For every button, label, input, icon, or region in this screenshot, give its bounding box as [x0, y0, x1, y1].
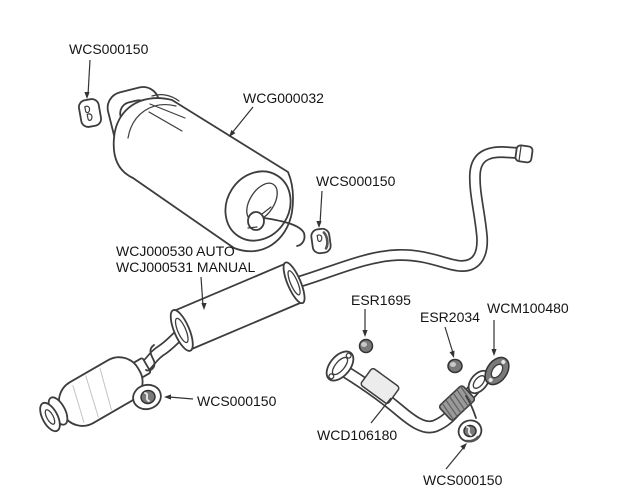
label-flange-nut-1: ESR1695 — [351, 292, 411, 308]
label-centre-silencer-manual: WCJ000531 MANUAL — [116, 259, 255, 275]
label-rear-silencer: WCG000032 — [243, 90, 324, 106]
label-bottom-mounting-rubber: WCS000150 — [423, 472, 503, 488]
hanger-rod — [465, 395, 477, 419]
rear-silencer — [106, 86, 306, 253]
flex-section — [438, 385, 476, 421]
label-exhaust-gasket: WCM100480 — [487, 300, 569, 316]
slip-sleeve — [360, 367, 400, 405]
label-mid-mounting-rubber: WCS000150 — [316, 173, 396, 189]
flange-nut-esr1695 — [358, 338, 374, 354]
label-centre-silencer-auto: WCJ000530 AUTO — [116, 243, 235, 259]
hanger-hook-rear — [263, 217, 306, 247]
catalyst-inlet-flange — [39, 396, 69, 433]
mid-mounting-rubber — [310, 227, 332, 255]
front-mounting-rubber — [132, 383, 162, 411]
label-front-mounting-rubber: WCS000150 — [197, 393, 277, 409]
inlet-flange — [325, 350, 355, 382]
label-front-pipe: WCD106180 — [317, 427, 397, 443]
flange-nut-esr2034 — [447, 358, 463, 374]
label-flange-nut-2: ESR2034 — [420, 309, 480, 325]
tailpipe-tip — [514, 144, 534, 164]
callout-labels: WCS000150 WCG000032 WCS000150 WCJ000530 … — [69, 41, 569, 488]
front-pipe — [325, 350, 491, 434]
intermediate-tailpipe — [289, 144, 534, 289]
rear-mounting-rubber — [78, 98, 102, 128]
exhaust-gasket — [484, 356, 510, 386]
callout-leaders — [84, 59, 497, 470]
label-rear-mounting-rubber: WCS000150 — [69, 41, 149, 57]
bottom-mounting-rubber — [457, 419, 483, 443]
centre-silencer — [169, 261, 306, 352]
hanger-hook-front — [145, 344, 156, 372]
